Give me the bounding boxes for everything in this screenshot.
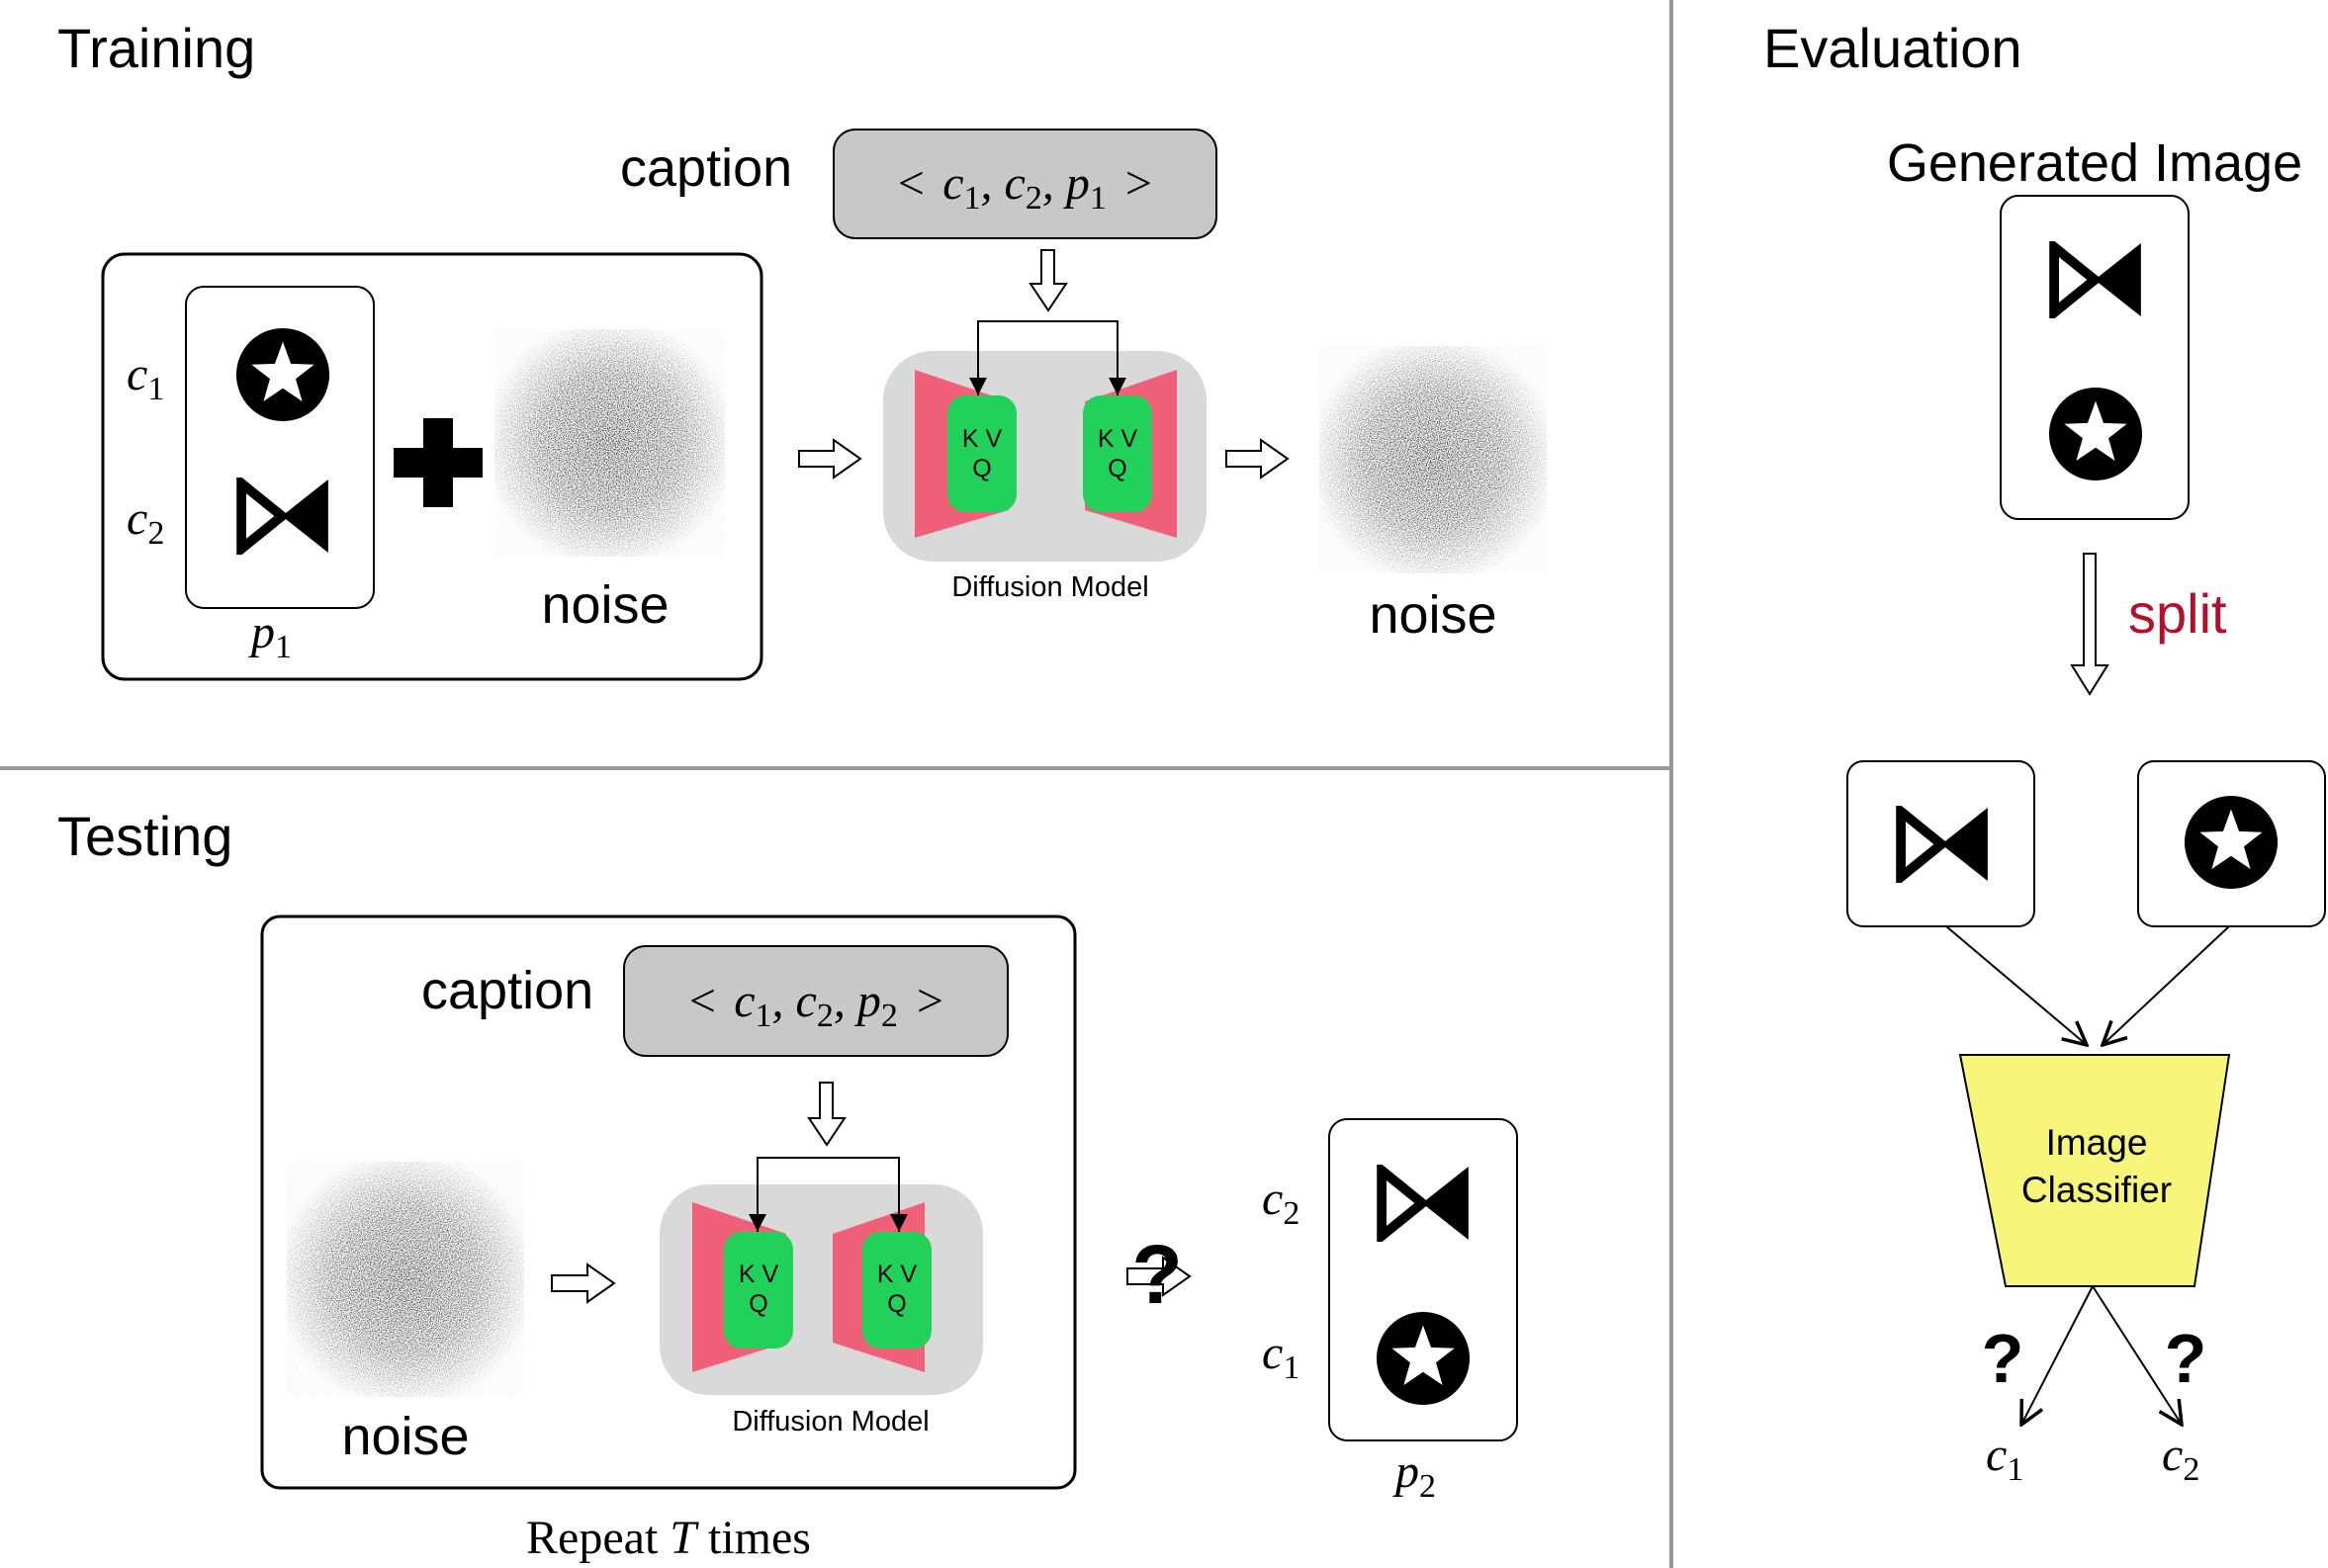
testing-c1-label: c1 (1262, 1327, 1299, 1386)
star-circle-icon (235, 327, 330, 422)
testing-noise-in (287, 1162, 524, 1397)
training-arrow-to-model (798, 438, 862, 479)
training-model-label: Diffusion Model (951, 571, 1148, 603)
training-c1-label: c1 (127, 348, 164, 407)
training-caption-box (833, 129, 1217, 239)
testing-noise-in-label: noise (341, 1407, 469, 1466)
training-section: Training caption <c1, c2, p1> c1 c2 p1 n… (57, 17, 1547, 681)
classifier-question-left: ? (1982, 1320, 2024, 1397)
kv-label: K V (1098, 425, 1138, 453)
testing-caption-label: caption (421, 961, 593, 1020)
testing-arrow-to-model (551, 1263, 616, 1304)
generated-image-label: Generated Image (1887, 133, 2302, 193)
testing-caption-arrow (807, 1082, 847, 1147)
q-label: Q (887, 1290, 906, 1318)
classifier-line2: Classifier (2021, 1170, 2172, 1210)
q-label: Q (972, 455, 991, 482)
split-label: split (2128, 582, 2227, 645)
testing-caption-tuple: <c1, c2, p2> (686, 975, 945, 1034)
classifier-line1: Image (2046, 1122, 2148, 1163)
image-classifier (1958, 1054, 2231, 1287)
training-noise-in-label: noise (541, 575, 669, 635)
testing-title: Testing (57, 805, 232, 867)
crop-right-to-classifier-arrow (2103, 925, 2230, 1045)
kv-label: K V (962, 425, 1003, 453)
star-circle-icon (2048, 387, 2143, 481)
training-noise-in (494, 329, 725, 557)
training-noise-out-label: noise (1369, 585, 1496, 645)
evaluation-title: Evaluation (1763, 17, 2022, 79)
training-diffusion-model: K V Q K V Q (883, 320, 1207, 562)
testing-arrow-to-output (1126, 1256, 1192, 1297)
training-p1-label: p1 (248, 606, 292, 665)
star-circle-icon (2184, 795, 2279, 890)
classifier-out-c1: c1 (1986, 1429, 2023, 1488)
testing-caption-box (623, 945, 1009, 1057)
classifier-question-right: ? (2165, 1320, 2207, 1397)
training-noise-out (1319, 346, 1547, 573)
testing-model-label: Diffusion Model (732, 1406, 929, 1437)
classifier-out-c2: c2 (2162, 1429, 2199, 1488)
training-caption-tuple: <c1, c2, p1> (895, 157, 1154, 217)
q-label: Q (1108, 455, 1126, 482)
training-caption-label: caption (620, 138, 792, 198)
training-caption-arrow (1029, 249, 1068, 312)
classifier-to-c1-arrow (2021, 1285, 2094, 1425)
testing-diffusion-model: K V Q K V Q (660, 1157, 983, 1395)
training-title: Training (57, 17, 255, 79)
evaluation-section: Evaluation Generated Image split Image C… (1763, 17, 2326, 1488)
split-arrow (2070, 553, 2109, 696)
repeat-label: Repeat T times (526, 1512, 811, 1564)
testing-output-p2 (1328, 1118, 1518, 1441)
training-arrow-from-model (1225, 438, 1290, 479)
testing-section: Testing caption <c1, c2, p2> noise K V Q… (57, 805, 1518, 1564)
q-label: Q (749, 1290, 767, 1318)
testing-p2-label: p2 (1392, 1445, 1436, 1505)
crop-left-to-classifier-arrow (1945, 925, 2087, 1045)
kv-label: K V (877, 1261, 918, 1288)
kv-label: K V (739, 1261, 779, 1288)
plus-icon (394, 418, 483, 507)
testing-c2-label: c2 (1262, 1173, 1299, 1232)
testing-question-mark: ? (1131, 1228, 1182, 1321)
training-c2-label: c2 (127, 492, 164, 552)
classifier-to-c2-arrow (2092, 1285, 2182, 1425)
star-circle-icon (1376, 1311, 1471, 1406)
